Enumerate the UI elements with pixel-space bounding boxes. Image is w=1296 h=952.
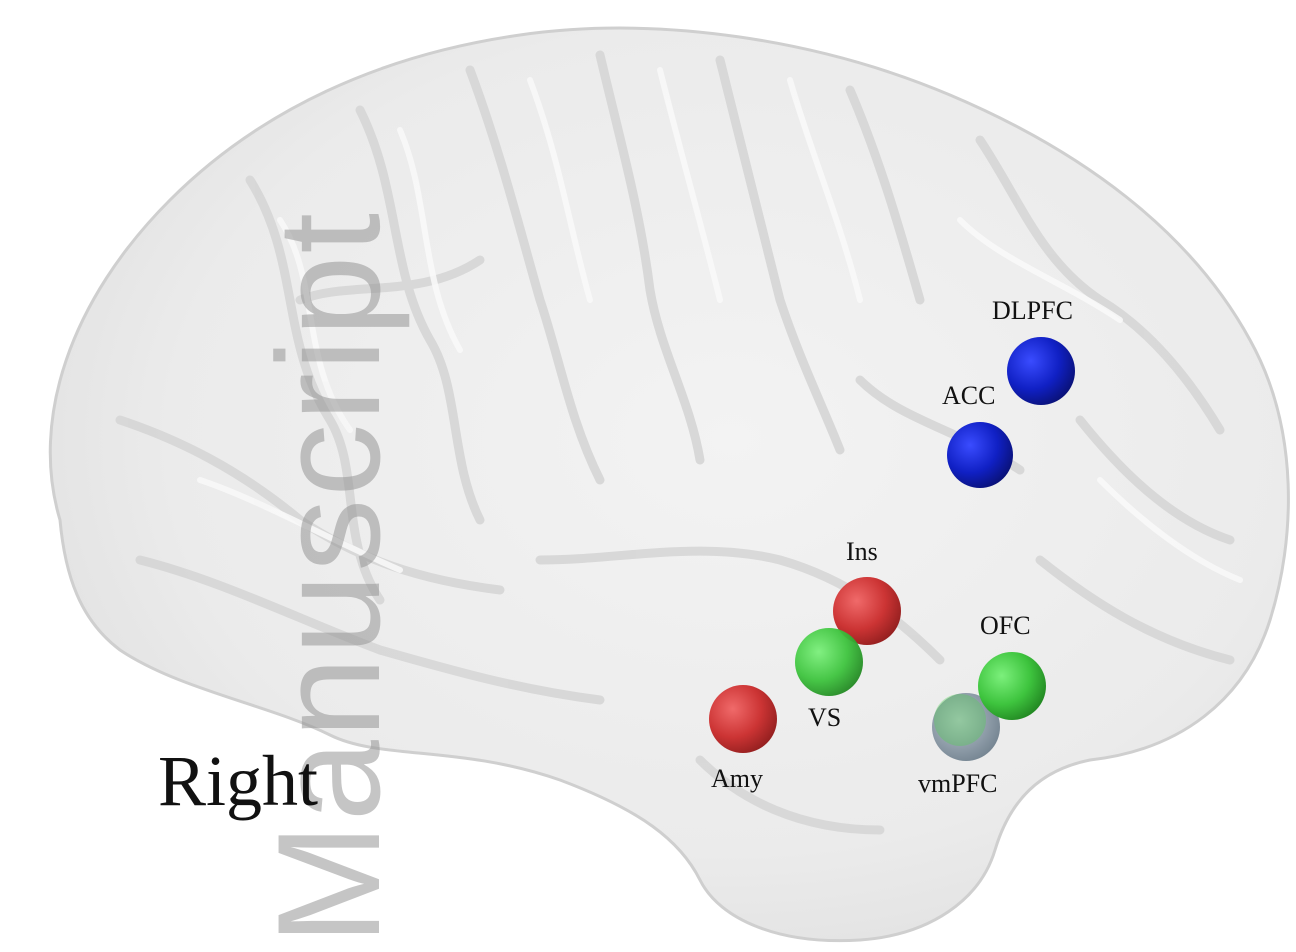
- vs-label: VS: [808, 703, 841, 733]
- ofc-label: OFC: [980, 611, 1031, 641]
- acc-label: ACC: [942, 381, 995, 411]
- acc-sphere: [947, 422, 1013, 488]
- amy-label: Amy: [711, 764, 763, 794]
- vs-sphere: [795, 628, 863, 696]
- hemisphere-label: Right: [158, 740, 318, 823]
- dlpfc-sphere: [1007, 337, 1075, 405]
- ins-label: Ins: [846, 537, 878, 567]
- watermark: Manuscript: [245, 211, 413, 945]
- dlpfc-label: DLPFC: [992, 296, 1073, 326]
- ofc-sphere: [978, 652, 1046, 720]
- vmpfc-label: vmPFC: [918, 769, 998, 799]
- vmpfc-green-overlap: [934, 694, 986, 746]
- amy-sphere: [709, 685, 777, 753]
